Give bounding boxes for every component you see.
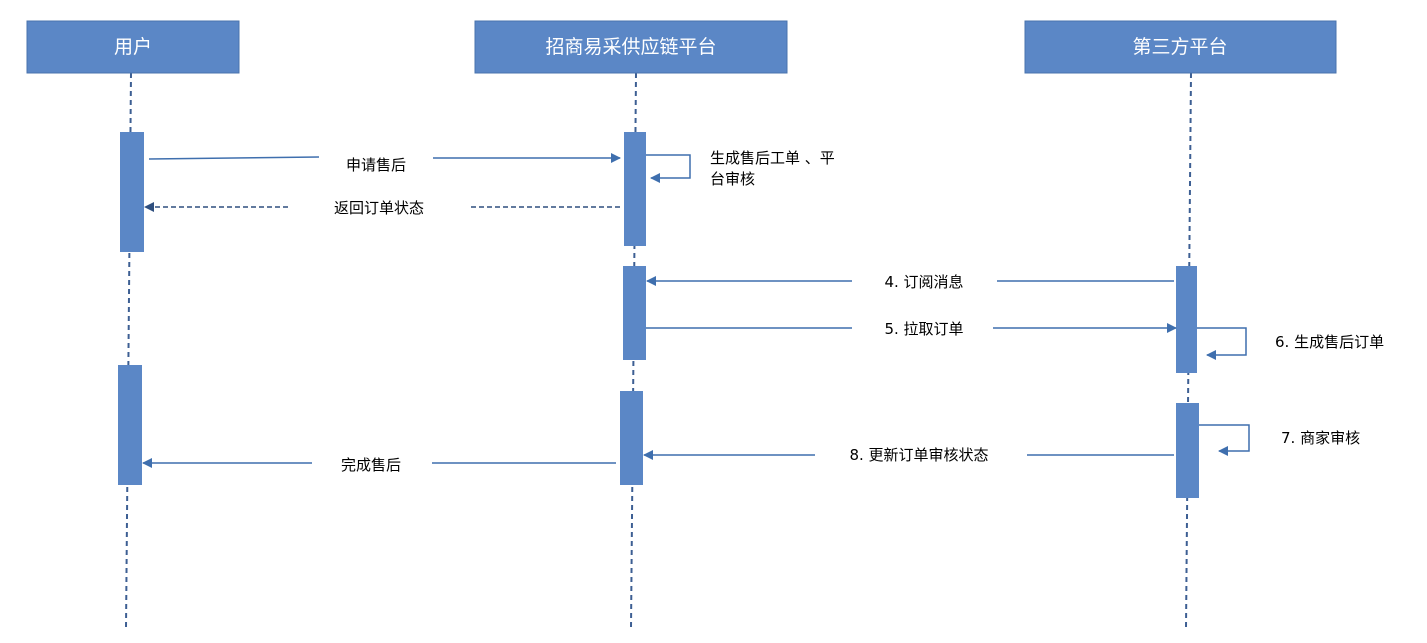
- message-generate-after-sales-order: 6. 生成售后订单: [1197, 327, 1384, 360]
- message-return-order-status: 返回订单状态: [144, 199, 620, 217]
- message-label: 6. 生成售后订单: [1275, 333, 1384, 351]
- message-label: 台审核: [710, 170, 755, 188]
- self-arrow: [1197, 327, 1247, 360]
- activations: [118, 132, 1199, 498]
- message-pull-order: 5. 拉取订单: [646, 320, 1177, 338]
- message-label: 申请售后: [346, 156, 406, 174]
- message-merchant-review: 7. 商家审核: [1199, 424, 1360, 456]
- message-label: 8. 更新订单审核状态: [849, 446, 988, 464]
- message-label: 完成售后: [341, 456, 401, 474]
- lifeline-third-party: [1185, 72, 1192, 629]
- lifelines: [125, 72, 1192, 629]
- activation-bar: [620, 391, 643, 485]
- actor-user: 用户: [26, 20, 240, 74]
- message-update-review-status: 8. 更新订单审核状态: [643, 446, 1174, 464]
- message-complete-after-sales: 完成售后: [142, 456, 616, 474]
- activation-bar: [1176, 403, 1199, 498]
- self-arrow: [646, 154, 691, 183]
- message-label: 5. 拉取订单: [884, 320, 963, 338]
- actor-platform: 招商易采供应链平台: [474, 20, 788, 74]
- actor-label: 用户: [114, 36, 152, 58]
- actor-box: [26, 20, 240, 74]
- activation-bar: [1176, 266, 1197, 373]
- message-label: 生成售后工单 、平: [710, 149, 835, 167]
- activation-bar: [118, 365, 142, 485]
- message-generate-ticket-review: 生成售后工单 、平 台审核: [646, 149, 835, 188]
- message-label: 7. 商家审核: [1281, 429, 1360, 447]
- actor-third-party: 第三方平台: [1024, 20, 1337, 74]
- message-label: 4. 订阅消息: [884, 273, 963, 291]
- self-arrow: [1199, 424, 1250, 456]
- actor-label: 招商易采供应链平台: [545, 36, 716, 58]
- message-label: 返回订单状态: [334, 199, 424, 217]
- actor-box: [474, 20, 788, 74]
- message-apply-after-sales: 申请售后: [148, 153, 621, 174]
- actor-box: [1024, 20, 1337, 74]
- message-subscribe: 4. 订阅消息: [646, 273, 1174, 291]
- message-arrow: [148, 156, 320, 160]
- activation-bar: [120, 132, 144, 252]
- actor-label: 第三方平台: [1132, 36, 1227, 58]
- activation-bar: [624, 132, 646, 246]
- activation-bar: [623, 266, 646, 360]
